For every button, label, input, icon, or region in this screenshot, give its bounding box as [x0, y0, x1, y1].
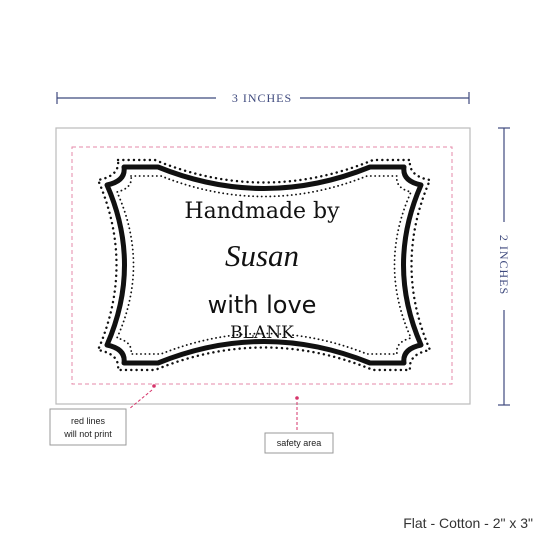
label-line-3: with love [208, 291, 317, 319]
height-dimension: 2 INCHES [497, 127, 511, 406]
height-dimension-label: 2 INCHES [497, 235, 511, 295]
callout-red-lines: red lines will not print [49, 384, 156, 446]
red-lines-note-box [49, 408, 127, 446]
width-dimension: 3 INCHES [56, 91, 470, 105]
label-line-2: Susan [225, 238, 299, 273]
label-line-1: Handmade by [184, 199, 340, 224]
safety-area-note-box [264, 432, 334, 454]
width-dimension-label: 3 INCHES [232, 91, 292, 105]
safety-area-outline [71, 146, 453, 385]
product-description: Flat - Cotton - 2" x 3" [403, 515, 533, 531]
safety-area-note: safety area [277, 438, 322, 448]
label-line-4: BLANK [230, 323, 294, 343]
red-lines-note-line-2: will not print [63, 429, 112, 439]
decorative-frame [96, 158, 432, 372]
red-lines-note-line-1: red lines [71, 416, 106, 426]
callout-safety-area: safety area [264, 396, 334, 454]
